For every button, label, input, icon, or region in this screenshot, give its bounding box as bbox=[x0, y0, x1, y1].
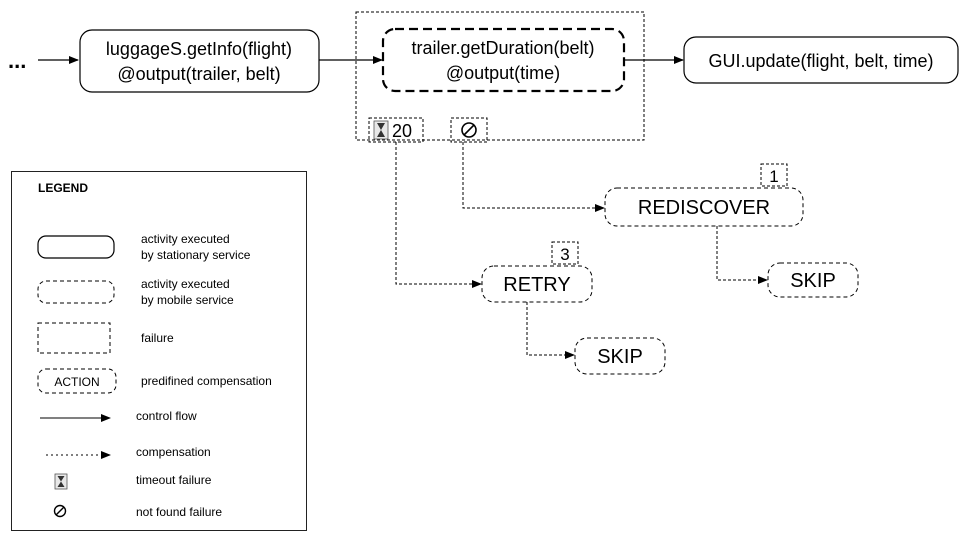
compensation-arrow bbox=[716, 226, 768, 284]
legend-predefined: predifined compensation bbox=[141, 374, 272, 388]
skip-compensation: SKIP bbox=[574, 337, 666, 375]
legend-title: LEGEND bbox=[38, 181, 88, 195]
legend-control-flow: control flow bbox=[136, 409, 197, 423]
legend-failure: failure bbox=[141, 331, 174, 345]
compensation-arrow bbox=[395, 142, 482, 288]
retry-count: 3 bbox=[560, 245, 569, 264]
retry-skip-label: SKIP bbox=[597, 346, 643, 368]
rediscover-count: 1 bbox=[769, 167, 778, 186]
not-found-failure-marker bbox=[450, 117, 488, 143]
hourglass-icon bbox=[373, 120, 389, 140]
prohibited-icon bbox=[461, 122, 477, 138]
legend-action-swatch bbox=[37, 368, 117, 394]
compensation-arrow bbox=[526, 302, 575, 359]
rediscover-label: REDISCOVER bbox=[638, 197, 770, 219]
legend-stationary-swatch bbox=[37, 235, 115, 259]
luggage-output: @output(trailer, belt) bbox=[117, 64, 280, 84]
legend-mobile-line1: activity executed bbox=[141, 277, 230, 291]
timeout-value: 20 bbox=[392, 121, 412, 141]
legend-mobile-swatch bbox=[37, 280, 115, 304]
skip-compensation: SKIP bbox=[767, 262, 859, 298]
hourglass-icon bbox=[54, 473, 68, 490]
start-ellipsis: ... bbox=[8, 48, 26, 73]
timeout-failure-marker: 20 bbox=[368, 117, 424, 143]
legend-compensation: compensation bbox=[136, 445, 211, 459]
legend-not-found-failure: not found failure bbox=[136, 505, 222, 519]
retry-label: RETRY bbox=[503, 274, 570, 296]
legend-timeout-failure: timeout failure bbox=[136, 473, 212, 487]
legend-action-sample: ACTION bbox=[54, 375, 99, 389]
gui-activity: GUI.update(flight, belt, time) bbox=[683, 36, 959, 84]
luggage-call: luggageS.getInfo(flight) bbox=[106, 39, 292, 59]
legend: LEGEND activity executed by stationary s… bbox=[11, 171, 307, 531]
trailer-activity: trailer.getDuration(belt) @output(time) bbox=[381, 27, 626, 93]
legend-mobile-line2: by mobile service bbox=[141, 293, 234, 307]
legend-failure-swatch bbox=[37, 322, 111, 354]
gui-call: GUI.update(flight, belt, time) bbox=[708, 51, 933, 71]
retry-compensation: RETRY 3 bbox=[481, 241, 593, 303]
rediscover-compensation: REDISCOVER 1 bbox=[604, 163, 804, 227]
legend-stationary-line1: activity executed bbox=[141, 232, 230, 246]
legend-stationary-line2: by stationary service bbox=[141, 248, 251, 262]
prohibited-icon bbox=[53, 504, 67, 518]
trailer-output: @output(time) bbox=[446, 63, 560, 83]
trailer-call: trailer.getDuration(belt) bbox=[411, 38, 594, 58]
luggage-activity: luggageS.getInfo(flight) @output(trailer… bbox=[79, 29, 320, 93]
compensation-arrow bbox=[462, 142, 605, 212]
rediscover-skip-label: SKIP bbox=[790, 270, 836, 292]
failure-region bbox=[355, 11, 645, 141]
